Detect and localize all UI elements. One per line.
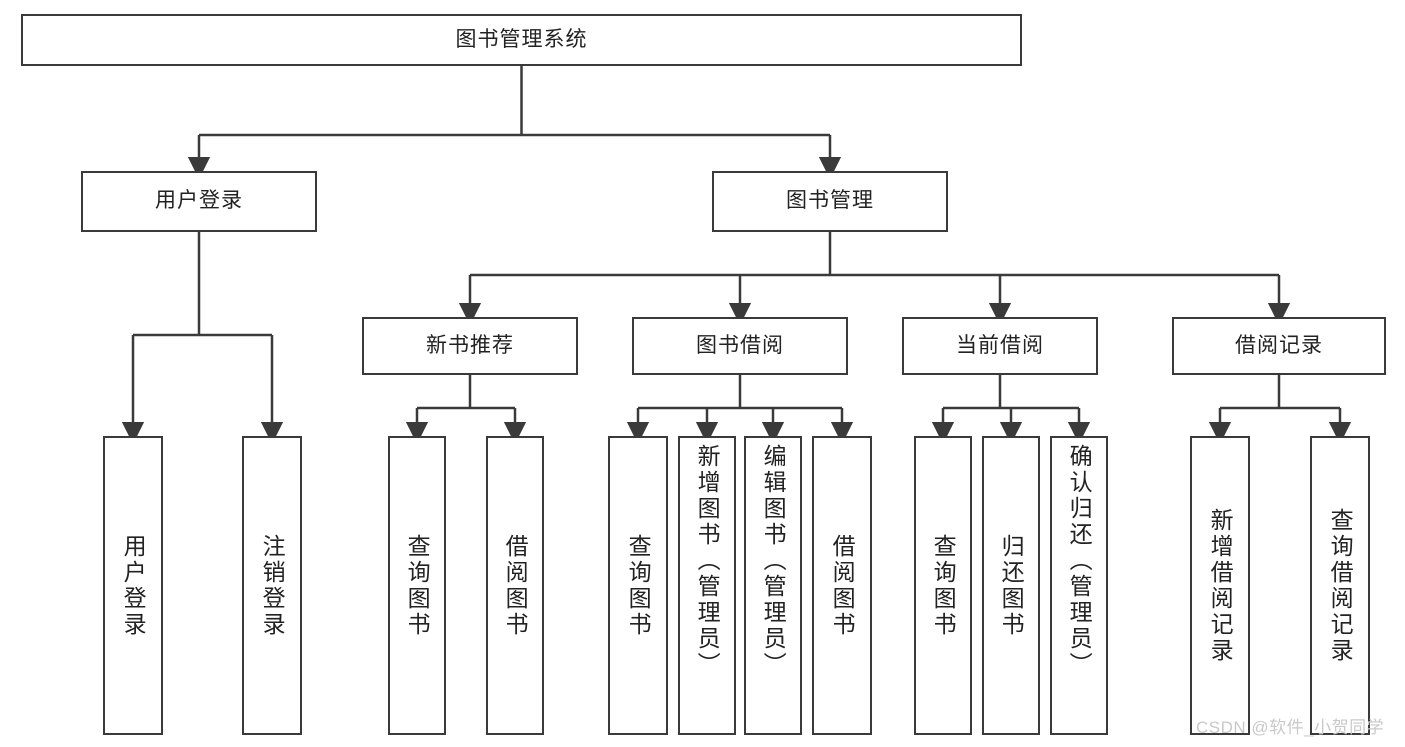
node-borrow-record[interactable]: 借阅记录 [1172, 317, 1386, 375]
node-label: 图书借阅 [696, 333, 784, 357]
node-leaf-bb-add[interactable]: 新增图书（管理员） [678, 436, 736, 735]
node-leaf-br-add[interactable]: 新增借阅记录 [1190, 436, 1250, 735]
node-label: 用户登录 [155, 189, 243, 213]
node-book-manage[interactable]: 图书管理 [712, 171, 948, 232]
watermark-text: CSDN @软件_小贺同学 [1196, 718, 1385, 737]
node-current-borrow[interactable]: 当前借阅 [902, 317, 1098, 375]
node-label: 注销登录 [259, 533, 286, 638]
node-leaf-bb-query[interactable]: 查询图书 [608, 436, 668, 735]
node-leaf-user-login[interactable]: 用户登录 [103, 436, 163, 735]
node-leaf-rec-borrow[interactable]: 借阅图书 [486, 436, 544, 735]
node-leaf-cb-query[interactable]: 查询图书 [914, 436, 972, 735]
node-label: 图书管理 [786, 189, 874, 213]
node-label: 编辑图书（管理员） [760, 444, 787, 678]
edge-group [121, 66, 1352, 445]
node-leaf-rec-query[interactable]: 查询图书 [388, 436, 446, 735]
node-label: 新增借阅记录 [1207, 507, 1234, 664]
node-label: 当前借阅 [956, 333, 1044, 357]
node-leaf-cb-return[interactable]: 归还图书 [982, 436, 1040, 735]
node-leaf-bb-edit[interactable]: 编辑图书（管理员） [744, 436, 802, 735]
node-label: 图书管理系统 [455, 27, 588, 51]
node-root[interactable]: 图书管理系统 [21, 14, 1022, 66]
node-label: 借阅图书 [502, 533, 529, 638]
node-leaf-bb-borrow[interactable]: 借阅图书 [812, 436, 872, 735]
node-label: 确认归还（管理员） [1066, 444, 1093, 678]
node-label: 借阅记录 [1235, 333, 1323, 357]
node-label: 查询图书 [404, 533, 431, 638]
node-leaf-br-query[interactable]: 查询借阅记录 [1310, 436, 1370, 735]
node-label: 归还图书 [998, 533, 1025, 638]
node-user-login[interactable]: 用户登录 [81, 171, 317, 232]
node-label: 借阅图书 [829, 533, 856, 638]
node-leaf-user-logout[interactable]: 注销登录 [242, 436, 302, 735]
node-leaf-cb-confirm[interactable]: 确认归还（管理员） [1050, 436, 1108, 735]
node-book-borrow[interactable]: 图书借阅 [632, 317, 848, 375]
node-label: 新书推荐 [426, 333, 514, 357]
node-label: 查询借阅记录 [1327, 507, 1354, 664]
node-label: 查询图书 [625, 533, 652, 638]
node-label: 用户登录 [120, 533, 147, 638]
node-label: 新增图书（管理员） [694, 444, 721, 678]
node-new-book-rec[interactable]: 新书推荐 [362, 317, 578, 375]
node-label: 查询图书 [930, 533, 957, 638]
